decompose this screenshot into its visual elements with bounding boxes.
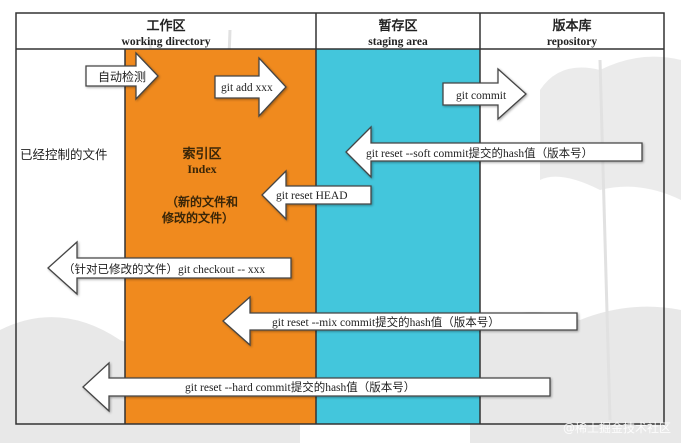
tracked-files-label: 已经控制的文件 (20, 147, 108, 162)
reset-head-label: git reset HEAD (276, 190, 348, 202)
reset-soft-arrow: git reset --soft commit提交的hash值（版本号） (345, 125, 643, 179)
reset-mix-arrow: git reset --mix commit提交的hash值（版本号） (222, 295, 578, 347)
new-files-label-line2: 修改的文件） (161, 210, 234, 225)
git-add-label: git add xxx (221, 82, 273, 94)
reset-mix-label: git reset --mix commit提交的hash值（版本号） (272, 315, 500, 329)
git-add-arrow: git add xxx (214, 56, 287, 118)
header-repository-title: 版本库 (552, 18, 591, 33)
header-staging-title: 暂存区 (378, 18, 417, 33)
index-en-label: Index (187, 162, 216, 176)
reset-soft-label: git reset --soft commit提交的hash值（版本号） (366, 146, 593, 160)
header-staging: 暂存区 staging area (368, 18, 428, 48)
header-repository-subtitle: repository (547, 36, 598, 48)
new-files-label-line1: （新的文件和 (166, 194, 238, 209)
header-working-subtitle: working directory (122, 36, 211, 48)
working-index-column (125, 49, 316, 424)
header-working-title: 工作区 (146, 18, 185, 33)
header-repository: 版本库 repository (547, 18, 598, 48)
checkout-label: （针对已修改的文件）git checkout -- xxx (63, 262, 265, 276)
reset-hard-arrow: git reset --hard commit提交的hash值（版本号） (82, 361, 551, 413)
watermark: @稀土掘金技术社区 (563, 420, 671, 435)
git-commit-arrow: git commit (442, 67, 527, 121)
reset-hard-label: git reset --hard commit提交的hash值（版本号） (185, 380, 415, 394)
index-cn-label: 索引区 (182, 146, 221, 161)
checkout-arrow: （针对已修改的文件）git checkout -- xxx (47, 240, 292, 296)
header-working: 工作区 working directory (122, 18, 211, 48)
header-staging-subtitle: staging area (368, 36, 428, 48)
git-commit-label: git commit (456, 90, 507, 102)
table-frame (15, 12, 665, 425)
auto-detect-label: 自动检测 (98, 69, 146, 84)
staging-column (316, 49, 480, 424)
auto-detect-arrow: 自动检测 (85, 51, 159, 101)
reset-head-arrow: git reset HEAD (261, 169, 372, 221)
